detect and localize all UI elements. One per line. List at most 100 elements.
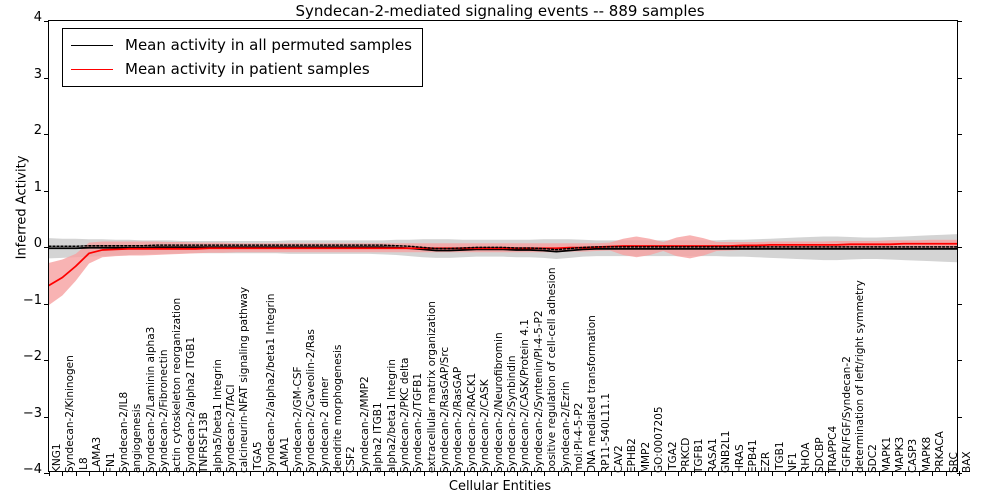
x-tick-mark	[785, 471, 787, 476]
x-tick-mark	[169, 471, 171, 476]
y-tick-mark-right	[957, 190, 962, 192]
x-tick-label: EZR	[760, 451, 773, 473]
x-tick-label: MAPK3	[894, 436, 907, 473]
x-tick-label: SDCBP	[813, 437, 826, 473]
x-tick-label: determination of left/right symmetry	[853, 280, 866, 473]
x-tick-mark	[758, 471, 760, 476]
x-tick-mark	[209, 471, 211, 476]
x-tick-mark	[584, 471, 586, 476]
x-tick-mark	[330, 471, 332, 476]
x-tick-mark	[892, 471, 894, 476]
x-tick-label: Syndecan-2/Syntenin/PI-4-5-P2	[532, 310, 545, 473]
x-tick-label: BAX	[961, 451, 973, 473]
x-tick-label: MAPK1	[880, 436, 893, 473]
x-tick-label: HRAS	[733, 444, 746, 473]
x-tick-label: Syndecan-2/Laminin alpha3	[144, 326, 157, 473]
x-tick-label: Syndecan-2/CASK	[479, 379, 492, 473]
x-tick-label: RASA1	[706, 438, 719, 473]
y-tick-mark-right	[957, 77, 962, 79]
x-tick-mark	[396, 471, 398, 476]
x-tick-mark	[303, 471, 305, 476]
x-tick-mark	[865, 471, 867, 476]
x-tick-label: Syndecan-2 dimer	[318, 377, 331, 473]
x-tick-mark	[959, 471, 960, 476]
x-tick-mark	[651, 471, 653, 476]
x-tick-mark	[49, 471, 50, 476]
x-tick-mark	[731, 471, 733, 476]
x-tick-mark	[182, 471, 184, 476]
x-tick-mark	[156, 471, 158, 476]
x-tick-label: Syndecan-2/Synbindin	[506, 355, 518, 473]
x-tick-mark	[718, 471, 720, 476]
x-tick-label: DNA mediated transformation	[586, 315, 599, 473]
legend-label-permuted: Mean activity in all permuted samples	[125, 36, 412, 54]
x-tick-label: positive regulation of cell-cell adhesio…	[546, 267, 559, 473]
y-tick-mark	[44, 190, 49, 192]
y-tick-mark	[44, 247, 49, 248]
x-tick-label: TNFRSF13B	[198, 412, 211, 473]
x-tick-label: Syndecan-2/GM-CSF	[291, 366, 304, 473]
x-tick-mark	[838, 471, 840, 476]
x-tick-label: CSF2	[345, 446, 358, 473]
x-tick-mark	[597, 471, 599, 476]
x-tick-mark	[825, 471, 827, 476]
y-tick-label: 4	[33, 10, 42, 25]
y-tick-label: −2	[22, 349, 42, 364]
x-tick-mark	[517, 471, 519, 476]
x-tick-label: SRC	[947, 452, 960, 473]
x-tick-mark	[570, 471, 572, 476]
x-tick-mark	[744, 471, 746, 476]
x-tick-label: calcineurin-NFAT signaling pathway	[238, 286, 251, 473]
x-tick-mark	[918, 471, 920, 476]
x-tick-label: Syndecan-2/Kininogen	[64, 355, 77, 473]
x-tick-mark	[771, 471, 773, 476]
y-tick-mark	[44, 416, 49, 418]
x-tick-label: FN1	[104, 452, 117, 473]
x-tick-label: alpha2 ITGB1	[372, 402, 385, 473]
y-tick-mark	[44, 21, 49, 22]
x-tick-label: Syndecan-2/Fibronectin	[158, 349, 171, 473]
x-tick-label: Syndecan-2/alpha2/beta1 Integrin	[265, 293, 278, 473]
x-tick-mark	[945, 471, 947, 476]
x-tick-label: extracellular matrix organization	[425, 301, 438, 473]
x-tick-mark	[383, 471, 385, 476]
x-tick-mark	[437, 471, 439, 476]
x-tick-mark	[878, 471, 880, 476]
x-tick-label: LAMA1	[278, 436, 291, 473]
y-tick-label: −1	[22, 292, 42, 308]
x-tick-label: GO:0007205	[653, 406, 666, 473]
y-tick-mark-right	[957, 416, 962, 418]
chart-title: Syndecan-2-mediated signaling events -- …	[295, 2, 705, 20]
x-tick-label: PRKACA	[934, 431, 947, 473]
x-tick-mark	[811, 471, 813, 476]
y-tick-mark-right	[957, 21, 962, 22]
x-tick-label: ITGB1	[773, 441, 786, 473]
legend-item-patient: Mean activity in patient samples	[71, 57, 412, 81]
x-tick-mark	[222, 471, 224, 476]
x-tick-label: SDC2	[867, 444, 880, 473]
legend-swatch-patient	[71, 68, 113, 70]
x-tick-mark	[102, 471, 104, 476]
y-tick-label: 1	[33, 179, 42, 195]
x-tick-label: ITGA2	[666, 441, 679, 473]
x-tick-label: Syndecan-2/Caveolin-2/Ras	[305, 329, 318, 473]
x-tick-mark	[530, 471, 532, 476]
x-axis-label: Cellular Entities	[448, 479, 552, 494]
x-tick-label: Syndecan-2/RasGAP/Src	[439, 346, 452, 473]
x-tick-label: Syndecan-2/RasGAP	[452, 366, 465, 473]
x-tick-mark	[637, 471, 639, 476]
x-tick-label: alpha2/beta1 Integrin	[385, 359, 398, 473]
x-tick-label: TRAPPC4	[827, 425, 840, 473]
x-tick-mark	[798, 471, 800, 476]
x-tick-mark	[423, 471, 425, 476]
x-tick-label: dendrite morphogenesis	[332, 344, 345, 473]
x-tick-label: Syndecan-2/TACI	[224, 384, 237, 473]
x-tick-label: Syndecan-2/RACK1	[465, 372, 478, 473]
x-tick-mark	[196, 471, 198, 476]
x-tick-label: TGFB1	[693, 438, 706, 473]
x-tick-mark	[370, 471, 372, 476]
x-tick-mark	[490, 471, 492, 476]
x-tick-label: EPHB2	[626, 438, 639, 473]
x-tick-mark	[905, 471, 907, 476]
y-tick-mark	[44, 303, 49, 305]
